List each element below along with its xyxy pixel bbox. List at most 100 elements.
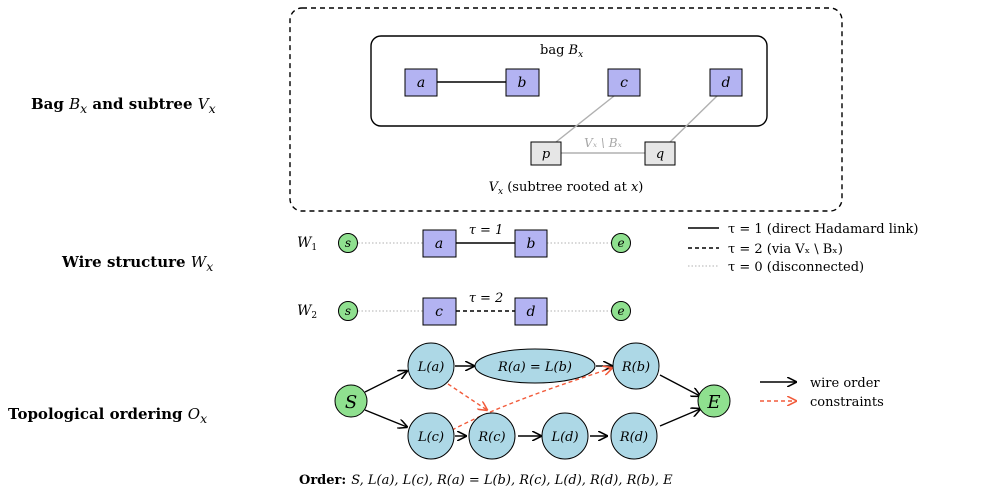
subtree-node-q: q — [644, 141, 676, 166]
wire-1-label: W1 — [297, 235, 317, 253]
row-label-bag-sub1: x — [80, 101, 88, 116]
row-label-bag: Bag Bx and subtree Vx — [31, 95, 216, 116]
topo-node-RaLb: R(a) = L(b) — [474, 348, 596, 384]
subtree-caption-end-var: x — [631, 180, 639, 195]
bag-node-c-label: c — [620, 75, 628, 91]
bag-caption-var: B — [568, 43, 579, 58]
topo-node-RaLb-label: R(a) = L(b) — [497, 360, 572, 375]
topo-node-S: S — [334, 384, 368, 418]
wire-2-node-c-label: c — [435, 304, 443, 320]
bag-caption-sub: x — [578, 50, 583, 60]
topo-node-Rc: R(c) — [468, 412, 516, 460]
row-label-bag-var1: B — [69, 95, 81, 113]
wire-2-tau: τ = 2 — [469, 291, 504, 306]
topo-node-Rd: R(d) — [610, 412, 658, 460]
wire-1-end-label: e — [617, 236, 624, 250]
bag-node-b-label: b — [518, 75, 527, 91]
row-label-wire-prefix: Wire structure — [62, 253, 191, 271]
subtree-caption-var: V — [489, 180, 500, 195]
wire-legend-dotted-text: τ = 0 (disconnected) — [728, 260, 864, 275]
wire-2-label-var: W — [297, 303, 313, 319]
bag-node-b: b — [505, 68, 540, 97]
wire-2-label-sub: 2 — [311, 311, 317, 321]
wire-1-node-b-label: b — [527, 236, 536, 252]
topo-constraint-Lc-Rb — [451, 368, 612, 431]
topo-node-La: L(a) — [407, 342, 455, 390]
wire-2-end: e — [611, 301, 631, 321]
topo-edge-S-La — [364, 371, 407, 393]
row-label-bag-prefix: Bag — [31, 95, 70, 113]
row-label-bag-var2: V — [197, 95, 209, 113]
bag-node-c: c — [607, 68, 641, 97]
bag-frame — [370, 35, 768, 127]
topo-node-Lc-label: L(c) — [417, 430, 444, 445]
topo-edge-Rd-E — [659, 409, 700, 427]
wire-1-node-a-label: a — [435, 236, 443, 252]
topo-edge-Rb-E — [659, 374, 700, 396]
bag-caption: bag Bx — [540, 43, 583, 60]
subtree-node-q-label: q — [656, 147, 664, 162]
wire-legend-solid-text: τ = 1 (direct Hadamard link) — [728, 222, 918, 237]
topo-legend-wire-text: wire order — [810, 376, 880, 391]
bag-node-a: a — [404, 68, 438, 97]
wire-2-node-d-label: d — [527, 304, 536, 320]
wire-2-node-d: d — [514, 297, 548, 326]
topo-node-Rb-label: R(b) — [621, 360, 650, 375]
row-label-bag-mid: and subtree — [87, 95, 198, 113]
topo-node-E: E — [697, 384, 731, 418]
topo-edge-S-Lc — [364, 409, 407, 427]
topo-node-La-label: L(a) — [417, 360, 445, 375]
topo-constraint-La-Rc — [447, 383, 487, 410]
topo-legend-constraint-text: constraints — [810, 395, 884, 410]
wire-2-label: W2 — [297, 303, 317, 321]
bag-node-d: d — [709, 68, 743, 97]
subtree-node-p-label: p — [542, 147, 551, 162]
wire-1-end: e — [611, 233, 631, 253]
topo-node-Lc: L(c) — [407, 412, 455, 460]
wire-2-node-c: c — [422, 297, 457, 326]
topo-node-Rd-label: R(d) — [619, 430, 648, 445]
row-label-bag-sub2: x — [208, 101, 216, 116]
row-label-topo: Topological ordering Ox — [8, 405, 207, 426]
topo-node-Ld: L(d) — [541, 412, 589, 460]
wire-1-start-label: s — [345, 236, 351, 250]
subtree-edge-c-p — [555, 95, 615, 143]
order-line: Order: S, L(a), L(c), R(a) = L(b), R(c), … — [299, 473, 673, 488]
subtree-caption: Vx (subtree rooted at x) — [489, 180, 644, 197]
wire-2-end-label: e — [617, 304, 624, 318]
row-label-topo-prefix: Topological ordering — [8, 405, 188, 423]
bag-caption-prefix: bag — [540, 43, 569, 58]
topo-node-S-label: S — [345, 392, 357, 413]
wire-legend-dashed-text: τ = 2 (via Vₓ \ Bₓ) — [728, 242, 843, 257]
topo-node-Rb: R(b) — [612, 342, 660, 390]
order-label: Order: — [299, 473, 346, 488]
wire-1-tau: τ = 1 — [469, 223, 504, 238]
subtree-caption-sub: x — [498, 187, 503, 197]
topo-node-Ld-label: L(d) — [550, 430, 578, 445]
order-text: S, L(a), L(c), R(a) = L(b), R(c), L(d), … — [351, 473, 673, 488]
topo-node-E-label: E — [706, 392, 720, 413]
wire-1-node-a: a — [422, 229, 457, 258]
wire-1-node-b: b — [514, 229, 548, 258]
topo-legend: wire order constraints — [760, 376, 884, 410]
row-label-wire: Wire structure Wx — [62, 253, 213, 274]
wire-legend: τ = 1 (direct Hadamard link) τ = 2 (via … — [688, 222, 918, 275]
row-label-topo-sub: x — [200, 411, 208, 426]
wire-1-start: s — [338, 233, 358, 253]
wire-2-start: s — [338, 301, 358, 321]
subtree-caption-close: ) — [638, 180, 643, 195]
row-label-topo-var: O — [187, 405, 201, 423]
topo-node-Rc-label: R(c) — [477, 430, 505, 445]
subtree-node-p: p — [530, 141, 562, 166]
bag-node-a-label: a — [417, 75, 425, 91]
row-label-wire-sub: x — [206, 259, 214, 274]
subtree-frame — [289, 7, 843, 212]
subtree-caption-text: (subtree rooted at — [503, 180, 631, 195]
subtree-edge-d-q — [669, 95, 718, 143]
row-label-wire-var: W — [190, 253, 207, 271]
wire-1-label-sub: 1 — [311, 243, 317, 253]
wire-2-start-label: s — [345, 304, 351, 318]
subtree-edge-label: Vₓ \ Bₓ — [584, 136, 622, 150]
wire-1-label-var: W — [297, 235, 313, 251]
